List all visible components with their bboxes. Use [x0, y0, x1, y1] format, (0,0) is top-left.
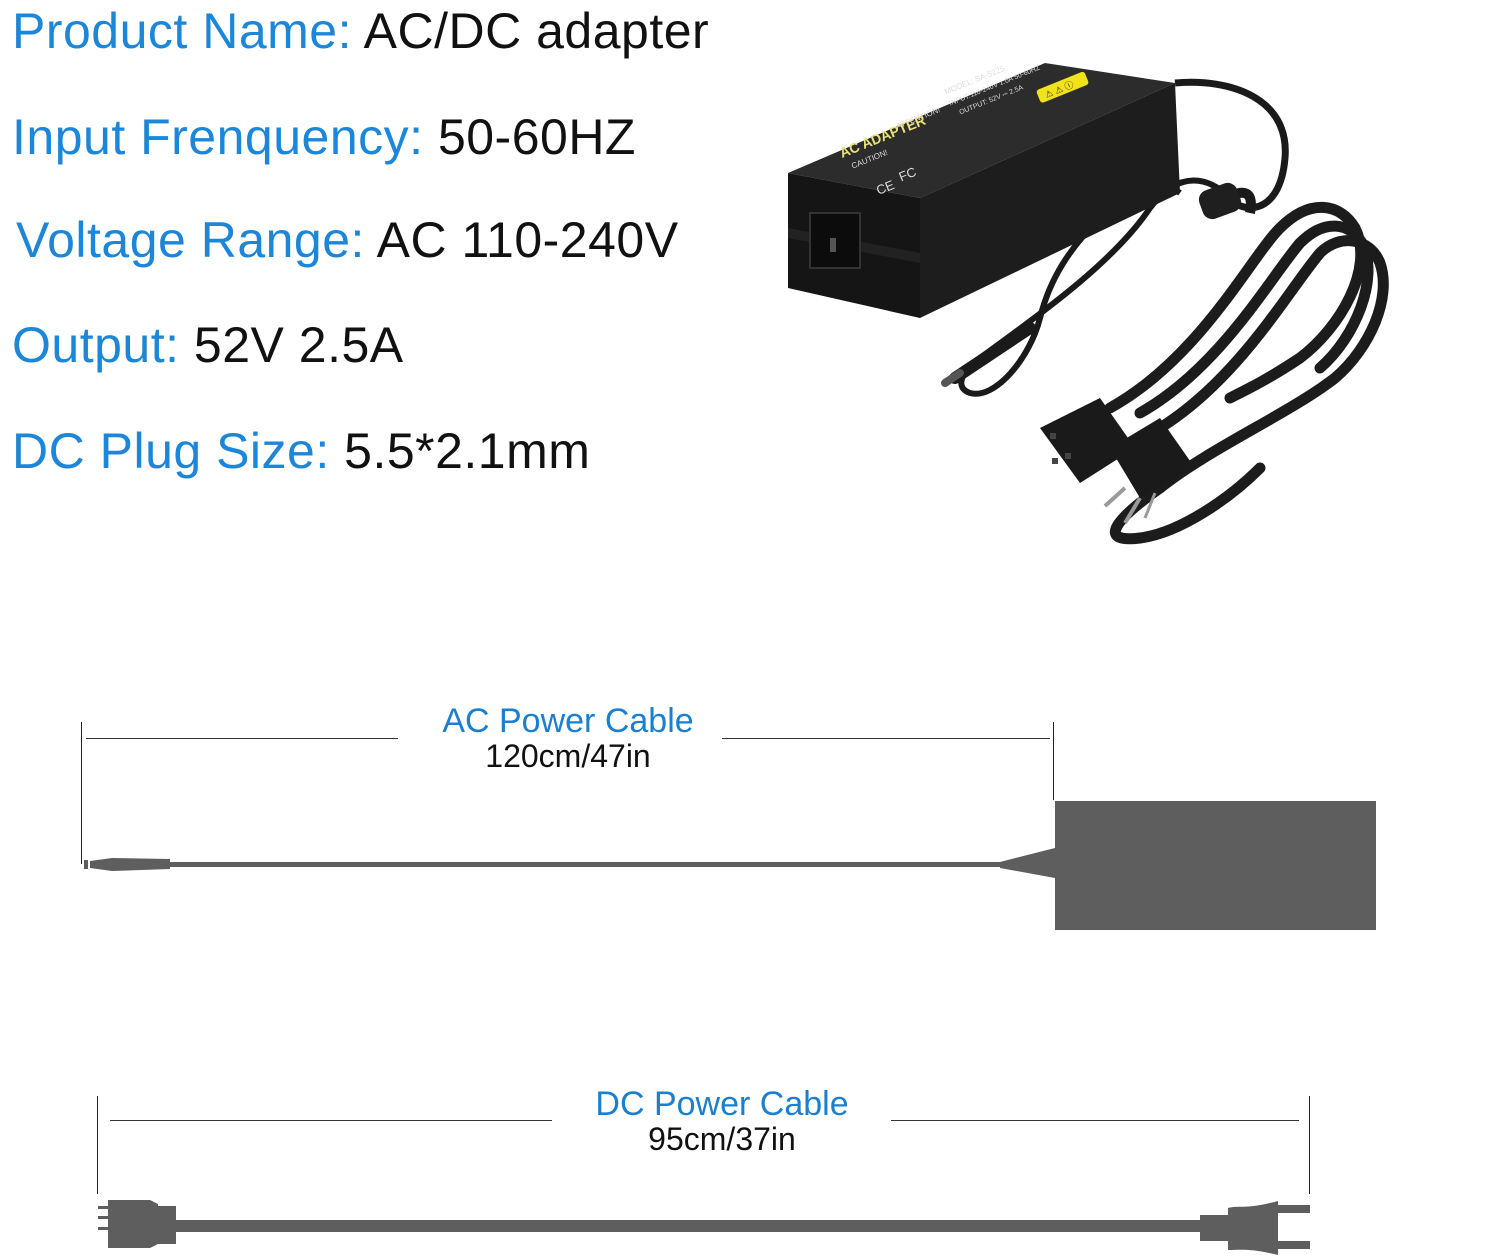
dc-plug-tip [84, 860, 88, 869]
ac-power-cord [1104, 201, 1389, 545]
dimension-line-left [110, 1120, 552, 1121]
c13-plug-right [1200, 1201, 1310, 1255]
us-plug [1103, 418, 1195, 525]
warning-label [1036, 71, 1089, 103]
spec-value: 50-60HZ [437, 109, 636, 165]
fc-mark: FC [897, 164, 919, 184]
dc-cable-title: DC Power Cable [595, 1085, 849, 1123]
cable-line [175, 1220, 1205, 1232]
spec-label: Product Name: [12, 3, 352, 59]
ac-cable-title: AC Power Cable [442, 702, 694, 740]
spec-label: Input Frenquency: [12, 109, 424, 165]
spec-dc-plug-size: DC Plug Size: 5.5*2.1mm [12, 426, 590, 476]
dc-cable-length: 95cm/37in [648, 1121, 796, 1157]
ce-mark: CE [874, 177, 897, 198]
dc-plug-barrel [90, 858, 170, 871]
dc-cable-diagram [98, 1200, 1310, 1255]
dimension-tick-left [97, 1096, 98, 1194]
dc-plug [949, 322, 1036, 384]
spec-voltage-range: Voltage Range: AC 110-240V [16, 215, 679, 265]
adapter-body: AC ADAPTER CAUTION! ATTENTION! MODEL: SA… [788, 63, 1180, 318]
c13-connector [1040, 398, 1135, 483]
dimension-line-left [86, 738, 398, 739]
dimension-tick-right [1053, 722, 1054, 800]
spec-label: Output: [12, 317, 180, 373]
us-plug-left [98, 1200, 176, 1248]
dimension-tick-right [1309, 1096, 1310, 1194]
cable-line [168, 862, 1002, 867]
dimension-tick-left [81, 722, 82, 864]
spec-input-frequency: Input Frenquency: 50-60HZ [12, 112, 636, 162]
ferrite-bead [1198, 182, 1242, 220]
spec-label: DC Plug Size: [12, 423, 330, 479]
spec-product-name: Product Name: AC/DC adapter [12, 6, 709, 56]
adapter-box [1055, 801, 1376, 930]
adapter-product-image: AC ADAPTER CAUTION! ATTENTION! MODEL: SA… [780, 28, 1500, 548]
spec-label: Voltage Range: [16, 212, 365, 268]
spec-output: Output: 52V 2.5A [12, 320, 404, 370]
spec-value: AC 110-240V [376, 212, 679, 268]
spec-value: AC/DC adapter [363, 3, 710, 59]
spec-value: 52V 2.5A [193, 317, 404, 373]
spec-value: 5.5*2.1mm [344, 423, 591, 479]
dimension-line-right [722, 738, 1050, 739]
dimension-line-right [891, 1120, 1299, 1121]
ac-cable-length: 120cm/47in [485, 738, 651, 774]
strain-relief [1000, 848, 1055, 878]
ac-cable-diagram [84, 801, 1376, 930]
